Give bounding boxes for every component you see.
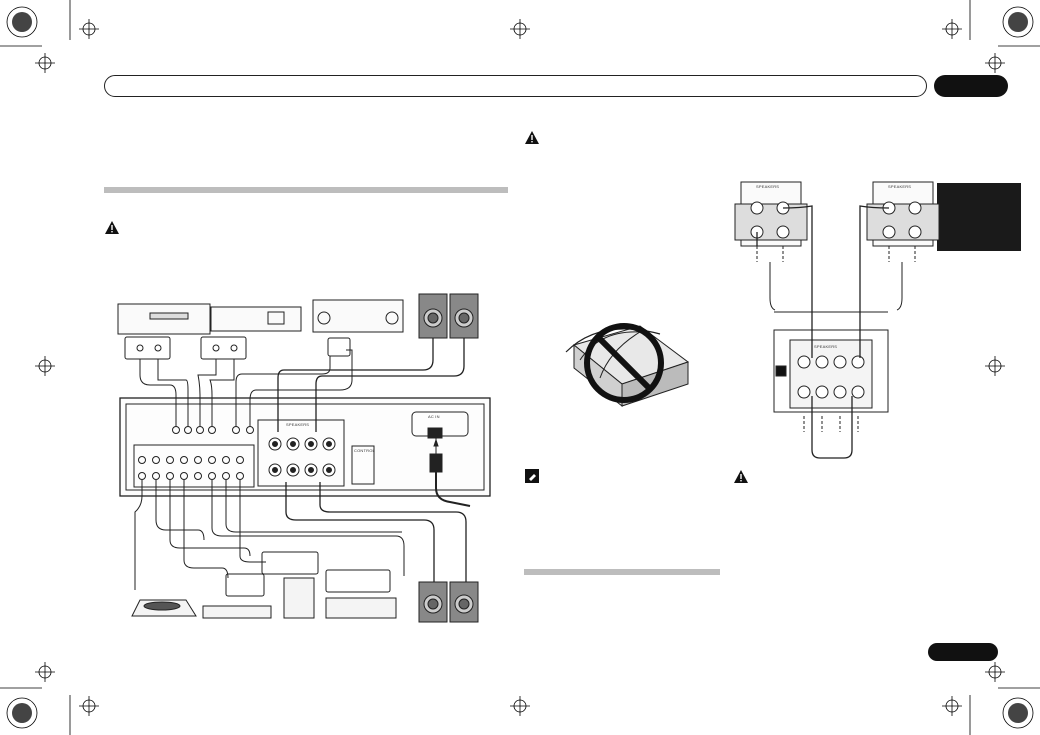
section-heading-bar-right <box>524 569 720 575</box>
language-tab <box>937 183 1021 251</box>
crop-mark-icon <box>6 6 1034 729</box>
registration-mark-icon <box>35 19 1005 716</box>
speakers-label: SPEAKERS <box>286 422 310 427</box>
left-speaker-label: SPEAKERS <box>756 184 780 189</box>
warning-icon <box>525 131 539 144</box>
note-icon <box>525 469 539 483</box>
amp-speakers-label: SPEAKERS <box>814 344 838 349</box>
running-header-bar <box>104 75 927 97</box>
control-label: CONTROL <box>354 448 375 453</box>
ac-in-label: AC IN <box>428 414 440 419</box>
right-speaker-label: SPEAKERS <box>888 184 912 189</box>
no-symbol-icon <box>584 323 664 403</box>
section-heading-bar-left <box>104 187 508 193</box>
page-number-chip <box>928 643 998 661</box>
chapter-chip <box>934 75 1008 97</box>
warning-icon <box>734 470 748 483</box>
warning-icon <box>105 221 119 234</box>
